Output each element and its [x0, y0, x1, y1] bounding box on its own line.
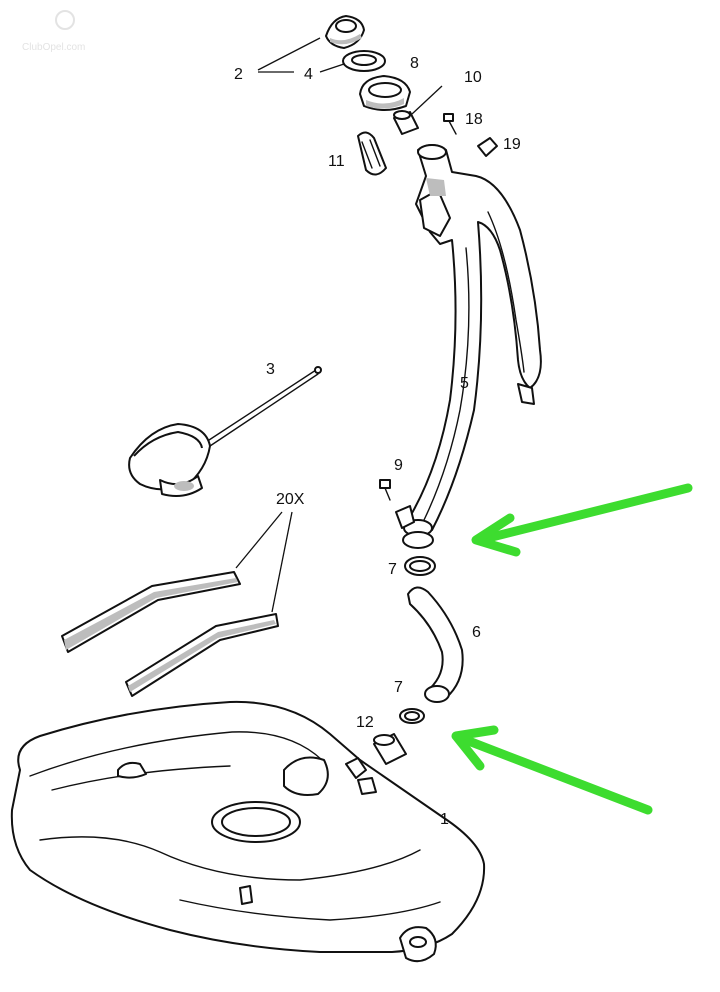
label-10: 10 [464, 69, 482, 86]
part-1-fuel-tank [10, 700, 486, 963]
callout-arrow-lower [451, 725, 653, 815]
label-7-lower: 7 [394, 679, 403, 696]
label-6: 6 [472, 624, 481, 641]
label-20x: 20X [276, 491, 305, 508]
part-18-bolt [443, 113, 457, 135]
label-8: 8 [410, 55, 419, 72]
leader-lines [235, 37, 443, 613]
part-labels: 2 4 8 10 18 19 11 3 5 9 20X 7 6 7 12 1 [234, 55, 521, 828]
part-5-filler-tube [395, 144, 542, 549]
part-2-seal-cap [325, 15, 365, 49]
part-11-valve [357, 131, 387, 176]
part-19-clip [477, 137, 498, 157]
part-6-hose [407, 586, 464, 703]
label-2: 2 [234, 66, 243, 83]
label-4: 4 [304, 66, 313, 83]
label-9: 9 [394, 457, 403, 474]
part-10-sleeve [393, 110, 419, 135]
part-3-fuel-cap [128, 366, 322, 497]
label-5: 5 [460, 375, 469, 392]
part-8-flange [359, 75, 411, 111]
part-7-lower-clamp [399, 708, 425, 724]
label-1: 1 [440, 811, 449, 828]
label-18: 18 [465, 111, 483, 128]
part-9-bolt [379, 479, 391, 501]
part-12-sleeve [373, 733, 407, 765]
label-3: 3 [266, 361, 275, 378]
part-4-gasket [342, 50, 386, 72]
watermark-text: ClubOpel.com [22, 42, 85, 53]
label-7-upper: 7 [388, 561, 397, 578]
label-11: 11 [328, 153, 345, 170]
callout-arrow-upper [471, 483, 693, 557]
label-19: 19 [503, 136, 521, 153]
part-20x-shields [61, 571, 279, 697]
watermark: ClubOpel.com [22, 10, 85, 53]
label-12: 12 [356, 714, 374, 731]
part-7-upper-clamp [404, 556, 436, 576]
